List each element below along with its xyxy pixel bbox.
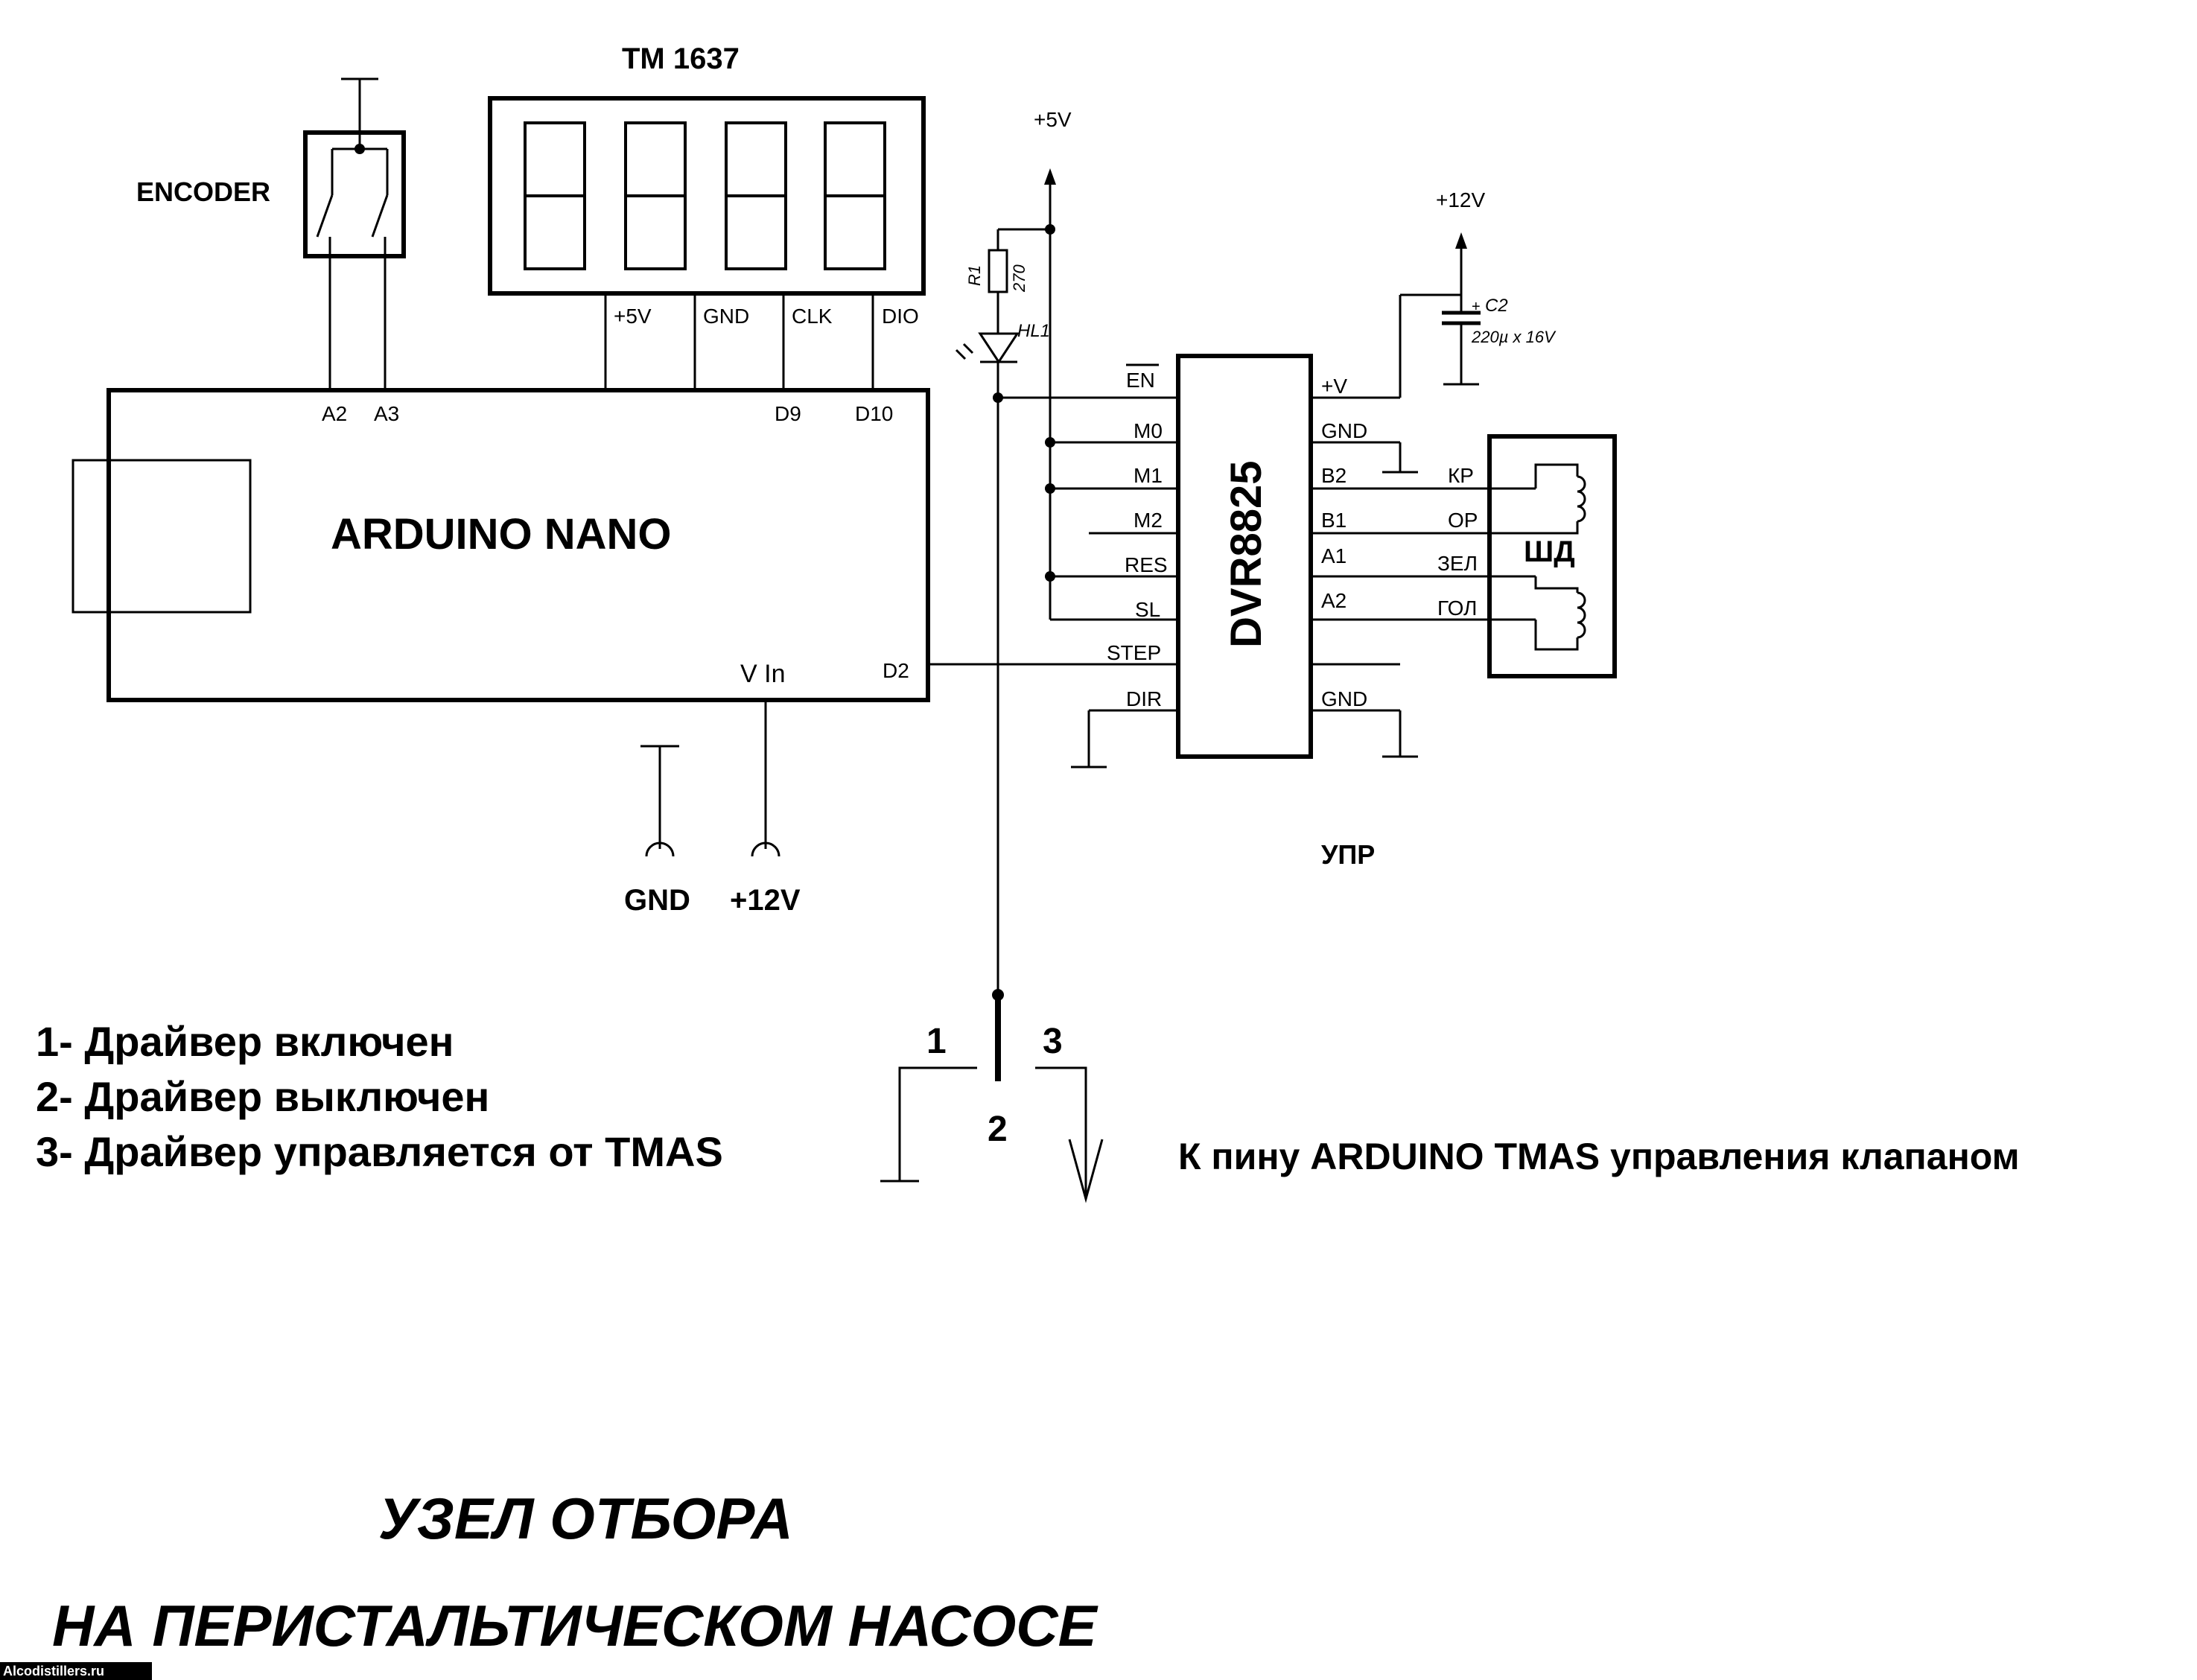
driver-pin-res: RES	[1125, 553, 1168, 576]
v12-terminal-label: +12V	[730, 884, 801, 917]
tmas-note: К пину ARDUINO TMAS управления клапаном	[1178, 1136, 2020, 1177]
r1-name: R1	[965, 265, 984, 286]
driver-pin-m1: M1	[1134, 464, 1163, 487]
legend: 1- Драйвер включен 2- Драйвер выключен 3…	[36, 1018, 723, 1175]
driver-pin-a1: A1	[1321, 544, 1347, 567]
resistor-r1	[988, 249, 1008, 293]
wire-kr: КР	[1448, 464, 1474, 487]
pin-d2-label: D2	[883, 659, 909, 682]
driver-label: DVR8825	[1222, 461, 1271, 648]
title-line-1: УЗЕЛ ОТБОРА	[378, 1486, 793, 1551]
dvr8825-driver: DVR8825 EN M0 M1 M2 RES SL STEP DIR	[928, 293, 1536, 870]
motor-label: ШД	[1524, 535, 1575, 568]
driver-pin-b1: B1	[1321, 509, 1347, 532]
driver-pin-en: EN	[1126, 369, 1155, 392]
display-pin-dio: DIO	[882, 305, 919, 328]
wire-or: ОР	[1448, 509, 1478, 532]
usb-connector	[71, 459, 252, 614]
arduino-nano: ARDUINO NANO D9 D10 D2 V In	[71, 388, 930, 702]
pin-a3-label: A3	[374, 402, 399, 425]
title-line-2: НА ПЕРИСТАЛЬТИЧЕСКОМ НАСОСЕ	[52, 1593, 1098, 1658]
driver-pin-gnd-bottom: GND	[1321, 687, 1367, 710]
driver-pin-a2: A2	[1321, 589, 1347, 612]
v5-label: +5V	[1034, 108, 1072, 131]
switch-pos-3: 3	[1043, 1022, 1063, 1061]
pin-vin-label: V In	[740, 660, 785, 688]
driver-pin-sl: SL	[1135, 598, 1160, 621]
pin-a2-label: A2	[322, 402, 347, 425]
driver-pin-b2: B2	[1321, 464, 1347, 487]
hl1-name: HL1	[1017, 321, 1050, 341]
seven-segment-digit-2	[624, 121, 687, 270]
seven-segment-digit-1	[524, 121, 586, 270]
driver-pin-dir: DIR	[1126, 687, 1162, 710]
stepper-motor: ШД КР ОР ЗЕЛ ГОЛ	[1437, 434, 1617, 678]
driver-pin-m0: M0	[1134, 419, 1163, 442]
driver-pin-m2: M2	[1134, 509, 1163, 532]
c2-plus: +	[1472, 299, 1481, 315]
r1-value: 270	[1010, 264, 1028, 293]
display-title: TM 1637	[622, 42, 740, 75]
driver-pin-step: STEP	[1107, 641, 1161, 664]
gnd-terminal-label: GND	[624, 884, 690, 917]
c2-value: 220µ x 16V	[1471, 328, 1557, 346]
encoder: ENCODER A2 A3	[136, 77, 406, 425]
legend-item-3: 3- Драйвер управляется от TMAS	[36, 1128, 723, 1175]
seven-segment-digit-4	[824, 121, 886, 270]
power-12v-capacitor: +12V + C2 220µ x 16V	[1436, 188, 1557, 386]
power-terminals: GND +12V	[624, 700, 801, 917]
switch-pos-1: 1	[926, 1022, 947, 1061]
pin-d9-label: D9	[775, 402, 801, 425]
switch-pos-2: 2	[988, 1110, 1008, 1149]
tm1637-display: TM 1637 +5V GND CLK DIO	[488, 42, 926, 390]
wire-zel: ЗЕЛ	[1437, 552, 1478, 575]
ctrl-label: УПР	[1321, 839, 1375, 870]
mode-switch: 1 2 3	[880, 989, 1104, 1203]
power-5v-rail: +5V R1 270 HL1	[955, 108, 1178, 995]
led-hl1	[955, 332, 1020, 364]
display-pin-gnd: GND	[703, 305, 749, 328]
legend-item-1: 1- Драйвер включен	[36, 1018, 454, 1065]
legend-item-2: 2- Драйвер выключен	[36, 1073, 489, 1120]
watermark: Alcodistillers.ru	[0, 1662, 152, 1680]
arduino-label: ARDUINO NANO	[331, 510, 672, 559]
driver-pin-gnd-top: GND	[1321, 419, 1367, 442]
v12-top-label: +12V	[1436, 188, 1485, 211]
display-pin-clk: CLK	[792, 305, 833, 328]
display-pin-5v: +5V	[614, 305, 652, 328]
pin-d10-label: D10	[855, 402, 893, 425]
wire-gol: ГОЛ	[1437, 596, 1477, 620]
c2-name: C2	[1485, 296, 1508, 316]
seven-segment-digit-3	[725, 121, 787, 270]
encoder-label: ENCODER	[136, 176, 270, 207]
driver-pin-vplus: +V	[1321, 375, 1347, 398]
